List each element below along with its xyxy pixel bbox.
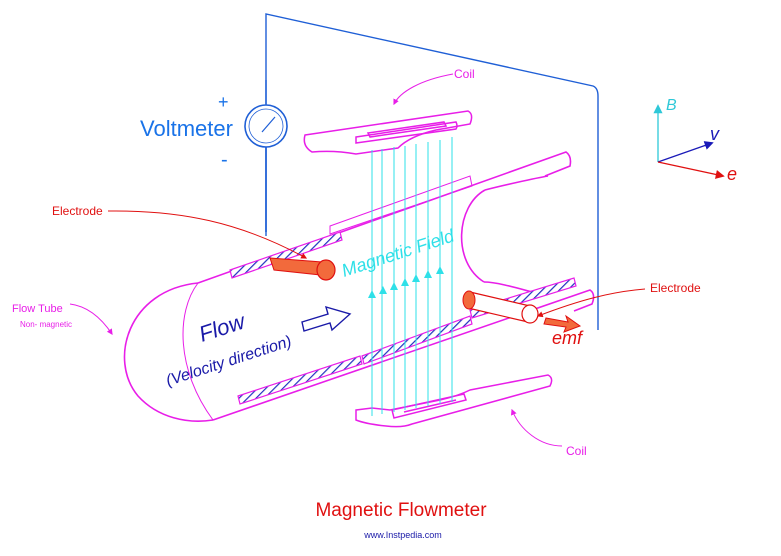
pipe-wall-mid: [361, 315, 473, 365]
pipe-wall-upper-right: [329, 175, 473, 235]
emf-label: emf: [552, 328, 584, 348]
flow-tube-label: Flow Tube: [12, 303, 63, 315]
right-electrode: [462, 290, 539, 324]
pipe-wall-lower-left: [237, 355, 363, 405]
axis-v-label: v: [710, 124, 720, 144]
voltmeter: [244, 104, 288, 148]
voltmeter-wiring: [265, 13, 599, 330]
left-electrode: [269, 257, 336, 281]
right-electrode-label: Electrode: [650, 281, 701, 295]
axis-e-label: e: [727, 164, 737, 184]
flow-arrow: [301, 305, 352, 332]
pipe-wall-upper-left: [229, 231, 343, 279]
non-magnetic-label: Non- magnetic: [20, 320, 72, 329]
voltmeter-label: Voltmeter: [140, 116, 233, 141]
magnetic-field-lines: [371, 137, 453, 416]
axis-b-label: B: [666, 97, 677, 114]
bottom-coil-label: Coil: [566, 444, 587, 458]
bottom-coil: [355, 374, 553, 428]
voltmeter-minus: -: [221, 149, 228, 171]
top-coil: [303, 110, 473, 155]
flow-label: Flow: [196, 308, 250, 347]
magnetic-field-arrows: [368, 266, 444, 298]
top-coil-label: Coil: [454, 67, 475, 81]
leader-lines: [69, 73, 646, 447]
axis-triad: [653, 104, 725, 179]
left-electrode-label: Electrode: [52, 204, 103, 218]
source-url: www.Instpedia.com: [363, 530, 442, 540]
voltmeter-plus: +: [218, 92, 229, 112]
emf-arrow: [543, 314, 582, 333]
diagram-title: Magnetic Flowmeter: [315, 500, 487, 521]
